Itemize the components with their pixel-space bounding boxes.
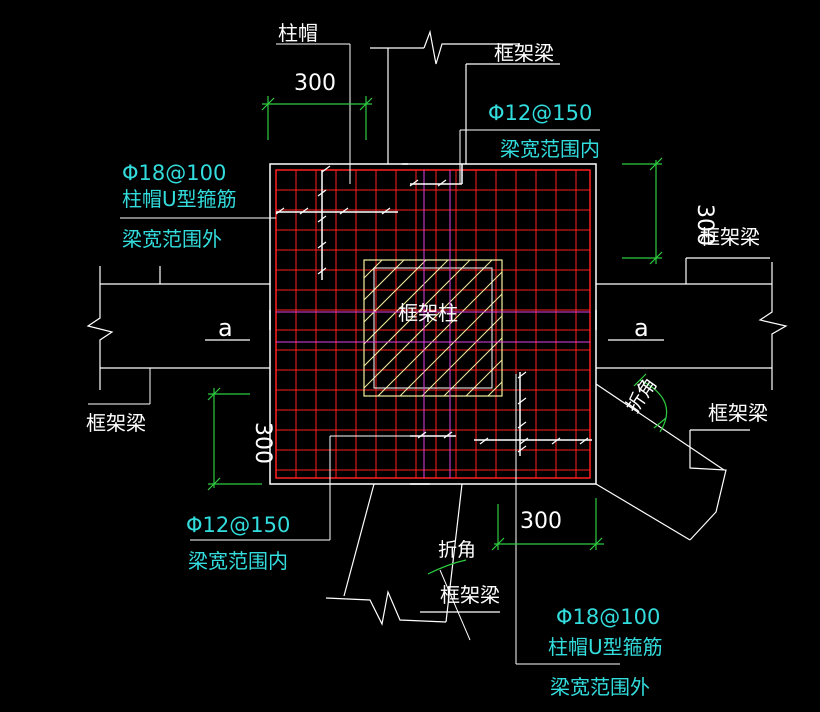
rebar-grid-border — [275, 169, 591, 479]
label-column-center: 框架柱 — [398, 301, 458, 325]
label-dim-right: 300 — [692, 204, 717, 246]
label-beam-right: 框架梁 — [700, 225, 760, 249]
column-hatch-line — [363, 259, 493, 389]
label-rebar-br-spec: Φ18@100 — [556, 605, 660, 629]
column-hatch-line — [399, 293, 503, 397]
label-beam-left-bottom: 框架梁 — [86, 411, 146, 435]
label-rebar-left-spec: Φ18@100 — [122, 161, 226, 185]
leader-lines — [88, 43, 620, 665]
label-rebar-bottom-note: 梁宽范围内 — [188, 549, 288, 573]
label-rebar-left-name: 柱帽U型箍筋 — [122, 187, 237, 211]
column-hatch-line — [487, 381, 503, 397]
column-hatch-line — [363, 259, 405, 301]
label-bend-right: 折角 — [622, 374, 662, 418]
text-labels: 柱帽 框架梁 300 Φ12@150 梁宽范围内 Φ18@100 柱帽U型箍筋 … — [86, 21, 768, 699]
label-axis-right: a — [634, 314, 649, 342]
rebar-grid — [276, 170, 590, 478]
label-rebar-top-note: 梁宽范围内 — [500, 137, 600, 161]
column-hatch-line — [363, 259, 471, 367]
label-dim-top: 300 — [294, 71, 336, 96]
column-hatch — [363, 259, 503, 397]
beam-top — [370, 29, 560, 164]
label-axis-left: a — [218, 314, 233, 342]
label-rebar-top-spec: Φ12@150 — [488, 101, 592, 125]
label-dim-bottom: 300 — [520, 509, 562, 534]
rebar-lines — [269, 163, 597, 485]
beam-left — [86, 266, 270, 390]
beam-bottom-right — [595, 383, 750, 541]
label-rebar-br-name: 柱帽U型箍筋 — [548, 635, 663, 659]
label-dim-left-bottom: 300 — [250, 422, 275, 464]
center-lines — [276, 170, 590, 478]
column-hatch-line — [465, 359, 503, 397]
column-hatch-line — [421, 315, 503, 397]
label-cap-top: 柱帽 — [278, 21, 318, 45]
beam-right — [596, 257, 788, 390]
column-hatch-line — [363, 259, 449, 345]
frame-column — [363, 259, 503, 397]
label-rebar-bottom-spec: Φ12@150 — [186, 513, 290, 537]
label-rebar-left-note: 梁宽范围外 — [122, 227, 222, 251]
column-hatch-line — [443, 337, 503, 397]
label-beam-top: 框架梁 — [494, 41, 554, 65]
dimension-lines — [207, 96, 668, 575]
label-rebar-br-note: 梁宽范围外 — [550, 675, 650, 699]
beam-bottom — [325, 483, 500, 626]
label-beam-bottom: 框架梁 — [440, 583, 500, 607]
column-hatch-line — [377, 271, 503, 397]
label-bend-bottom: 折角 — [438, 539, 476, 561]
column-hatch-line — [363, 259, 383, 279]
label-beam-right-bottom: 框架梁 — [708, 401, 768, 425]
